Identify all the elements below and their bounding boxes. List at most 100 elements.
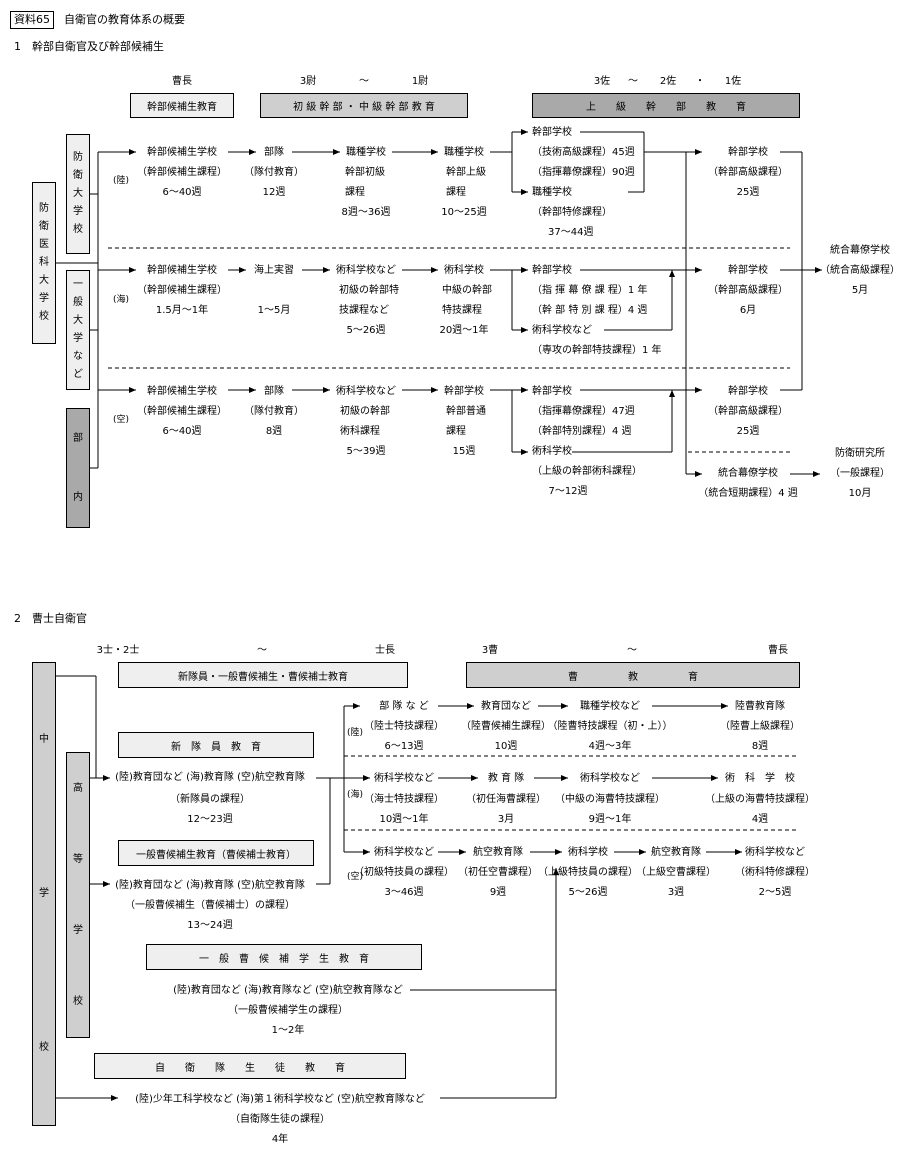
course-node: 幹部学校 <box>728 147 768 158</box>
course-node: （一般課程） <box>830 468 890 479</box>
course-node: （陸曹特技課程（初・上）） <box>547 721 673 732</box>
course-node: (陸)教育団など (海)教育隊 (空)航空教育隊 <box>115 880 305 891</box>
branch-label-air: (空) <box>113 415 130 425</box>
course-node: （初級特技員の課程） <box>354 867 454 878</box>
course-node: 6～40週 <box>162 426 202 437</box>
course-node: （幹 部 特 別 課 程）4 週 <box>532 305 648 316</box>
rank-label: 2佐 <box>659 76 677 87</box>
section1-heading: 1 幹部自衛官及び幹部候補生 <box>14 40 164 53</box>
branch-label-maritime: (海) <box>347 790 364 800</box>
band-sdf-youth-student: 自 衛 隊 生 徒 教 育 <box>94 1053 406 1079</box>
rank-label: 曹長 <box>172 76 192 87</box>
course-node: 6～40週 <box>162 187 202 198</box>
course-node: 職種学校 <box>346 147 386 158</box>
course-node: （中級の海曹特技課程） <box>555 794 665 805</box>
course-node: (陸)教育団など (海)教育隊など (空)航空教育隊など <box>173 985 403 996</box>
course-node: （隊付教育） <box>244 406 304 417</box>
course-node: 航空教育隊 <box>651 847 701 858</box>
course-node: 6月 <box>739 305 757 316</box>
course-node: （新隊員の課程） <box>170 794 250 805</box>
course-node: 10週 <box>494 741 518 752</box>
course-node: 8週～36週 <box>341 207 391 218</box>
rank-label: ・ <box>695 76 705 87</box>
course-node: 3月 <box>497 814 515 825</box>
rank-label: ～ <box>359 76 369 87</box>
course-node: 2～5週 <box>758 887 792 898</box>
course-node: 15週 <box>452 446 476 457</box>
course-node: （統合高級課程） <box>820 265 900 276</box>
course-node: 教 育 隊 <box>487 773 525 784</box>
rank-label: ～ <box>627 645 637 656</box>
course-node: 職種学校など <box>580 701 640 712</box>
course-node: （指揮幕僚課程）47週 <box>532 406 635 417</box>
course-node: 術科学校など <box>336 265 396 276</box>
course-node: 陸曹教育隊 <box>735 701 785 712</box>
course-node: 3週 <box>667 887 685 898</box>
course-node: 初級の幹部 <box>340 406 390 417</box>
section2-heading: 2 曹士自衛官 <box>14 612 87 625</box>
band-new-recruit-edu: 新 隊 員 教 育 <box>118 732 314 758</box>
course-node: （陸曹候補生課程） <box>461 721 551 732</box>
course-node: （技術高級課程）45週 <box>532 147 635 158</box>
course-node: 術科学校 <box>532 446 572 457</box>
course-node: 術科課程 <box>340 426 380 437</box>
course-node: 課程 <box>345 187 365 198</box>
rank-label: 1佐 <box>724 76 742 87</box>
rank-label: 3尉 <box>299 76 317 87</box>
course-node: (陸)教育団など (海)教育隊 (空)航空教育隊 <box>115 772 305 783</box>
branch-label-ground: (陸) <box>113 176 130 186</box>
rank-label: 3士・2士 <box>96 645 140 656</box>
course-node: 術科学校など <box>374 773 434 784</box>
source-junior-high: 中学校 <box>32 662 56 1126</box>
course-node: 幹部上級 <box>446 167 486 178</box>
course-node: 幹部学校 <box>444 386 484 397</box>
course-node: 8週 <box>265 426 283 437</box>
band-nco: 曹 教 育 <box>466 662 800 688</box>
course-node: （一般曹候補学生の課程） <box>228 1005 348 1016</box>
course-node: （初任空曹課程） <box>458 867 538 878</box>
course-node: 25週 <box>736 187 760 198</box>
course-node: 特技課程 <box>442 305 482 316</box>
course-node: 7～12週 <box>548 486 588 497</box>
source-high-school: 高等学校 <box>66 752 90 1038</box>
course-node: 3～46週 <box>384 887 424 898</box>
course-node: 幹部候補生学校 <box>147 265 217 276</box>
course-node: 幹部学校 <box>728 265 768 276</box>
course-node: （指 揮 幕 僚 課 程）1 年 <box>532 285 648 296</box>
source-defense-academy: 防衛大学校 <box>66 134 90 254</box>
branch-label-maritime: (海) <box>113 295 130 305</box>
course-node: （幹部高級課程） <box>708 167 788 178</box>
course-node: 部 隊 な ど <box>379 701 429 712</box>
rank-label: 3佐 <box>593 76 611 87</box>
course-node: （幹部特別課程）4 週 <box>532 426 632 437</box>
source-general-university: 一般大学など <box>66 270 90 390</box>
course-node: 防衛研究所 <box>835 448 885 459</box>
course-node: 10週～1年 <box>379 814 429 825</box>
rank-label: ～ <box>257 645 267 656</box>
course-node: 初級の幹部特 <box>339 285 399 296</box>
course-node: （指揮幕僚課程）90週 <box>532 167 635 178</box>
course-node: 統合幕僚学校 <box>830 245 890 256</box>
course-node: 術科学校 <box>444 265 484 276</box>
rank-label: 3曹 <box>481 645 499 656</box>
page-title: 自衛官の教育体系の概要 <box>64 13 185 26</box>
course-node: （統合短期課程）4 週 <box>698 488 798 499</box>
course-node: （専攻の幹部特技課程）1 年 <box>532 345 662 356</box>
course-node: 教育団など <box>481 701 531 712</box>
course-node: 幹部普通 <box>446 406 486 417</box>
material-number-tag: 資料65 <box>10 11 54 29</box>
course-node: 5月 <box>851 285 869 296</box>
band-nco-student: 一 般 曹 候 補 学 生 教 育 <box>146 944 422 970</box>
course-node: 部隊 <box>264 386 284 397</box>
course-node: （幹部候補生課程） <box>137 167 227 178</box>
course-node: 9週～1年 <box>588 814 632 825</box>
course-node: （隊付教育） <box>244 167 304 178</box>
course-node: 術科学校など <box>374 847 434 858</box>
source-defense-medical-college: 防衛医科大学校 <box>32 182 56 344</box>
course-node: （術科特修課程） <box>735 867 815 878</box>
course-node: 幹部学校 <box>532 386 572 397</box>
course-node: 幹部候補生学校 <box>147 147 217 158</box>
course-node: （上級の幹部術科課程） <box>532 466 642 477</box>
course-node: 航空教育隊 <box>473 847 523 858</box>
